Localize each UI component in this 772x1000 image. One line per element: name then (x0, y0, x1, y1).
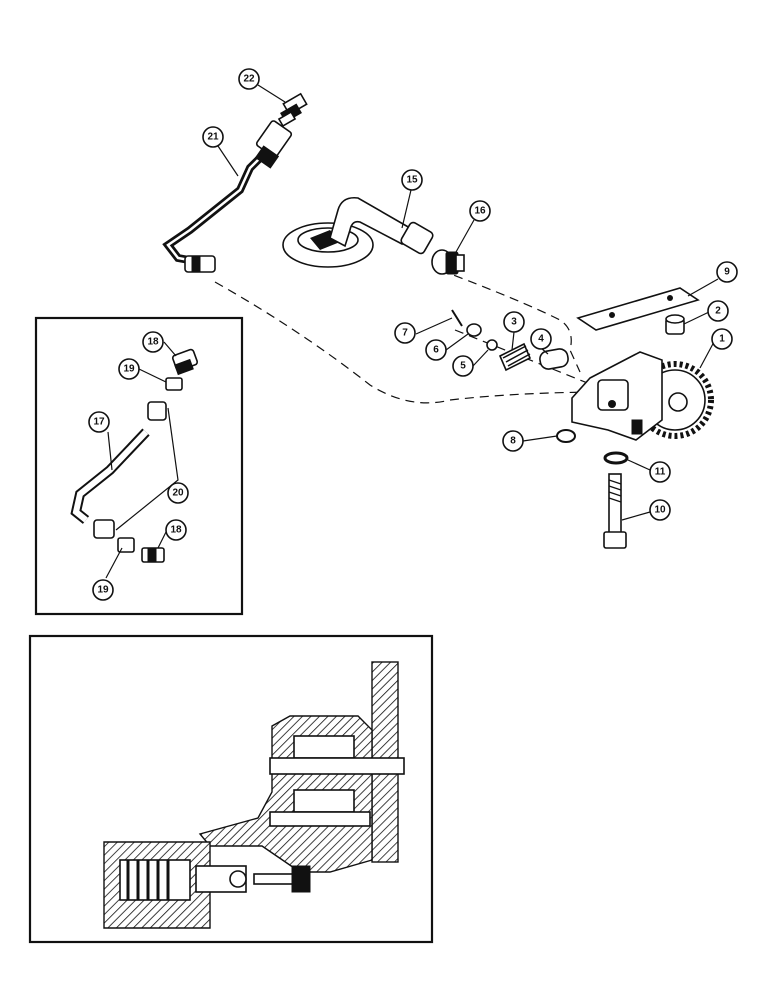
o-ring-8 (556, 429, 576, 443)
callout-10: 10 (649, 499, 671, 521)
callout-1: 1 (711, 328, 733, 350)
leader-lines (105, 84, 719, 579)
callout-17: 17 (88, 411, 110, 433)
svg-text:15: 15 (406, 175, 418, 186)
washer-11 (603, 451, 629, 465)
callout-22: 22 (238, 68, 260, 90)
bolt-10 (603, 473, 627, 549)
svg-text:18: 18 (147, 337, 159, 348)
callout-21: 21 (202, 126, 224, 148)
svg-text:1: 1 (719, 334, 725, 345)
callout-15: 15 (401, 169, 423, 191)
inset-frame-cutaway (28, 634, 434, 944)
callout-5: 5 (452, 355, 474, 377)
svg-text:11: 11 (655, 467, 666, 478)
svg-text:19: 19 (123, 364, 135, 375)
svg-text:5: 5 (460, 361, 466, 372)
pump-body-1 (571, 351, 714, 441)
callout-19-bottom: 19 (92, 579, 114, 601)
callout-2: 2 (707, 300, 729, 322)
svg-text:3: 3 (511, 317, 517, 328)
callout-16: 16 (469, 200, 491, 222)
svg-text:8: 8 (510, 436, 516, 447)
bushing-2 (665, 314, 685, 335)
fitting-22 (277, 92, 308, 128)
svg-text:19: 19 (97, 585, 109, 596)
inset-frame-tube-variant (34, 316, 244, 616)
callout-8: 8 (502, 430, 524, 452)
svg-text:16: 16 (474, 206, 486, 217)
callout-11: 11 (649, 461, 671, 483)
svg-text:2: 2 (715, 306, 721, 317)
svg-text:10: 10 (654, 505, 666, 516)
callout-18-bottom: 18 (165, 519, 187, 541)
svg-text:22: 22 (243, 74, 255, 85)
callout-4: 4 (530, 328, 552, 350)
callout-20: 20 (167, 482, 189, 504)
callout-7: 7 (394, 322, 416, 344)
callout-9: 9 (716, 261, 738, 283)
svg-text:20: 20 (172, 488, 184, 499)
svg-text:7: 7 (402, 328, 408, 339)
pump-cutaway-section (103, 661, 405, 929)
svg-text:18: 18 (170, 525, 182, 536)
svg-text:9: 9 (724, 267, 730, 278)
plate-9 (576, 287, 700, 331)
oil-pickup-15 (282, 196, 434, 268)
assembly-dashed-lines (214, 269, 611, 404)
svg-text:4: 4 (538, 334, 544, 345)
callout-19-top: 19 (118, 358, 140, 380)
callout-18-top: 18 (142, 331, 164, 353)
svg-text:17: 17 (93, 417, 105, 428)
svg-text:21: 21 (207, 132, 219, 143)
svg-text:6: 6 (433, 345, 439, 356)
callout-3: 3 (503, 311, 525, 333)
relief-valve-parts (451, 309, 569, 372)
oil-tube-21 (162, 120, 293, 273)
callout-6: 6 (425, 339, 447, 361)
fitting-16 (431, 249, 465, 275)
